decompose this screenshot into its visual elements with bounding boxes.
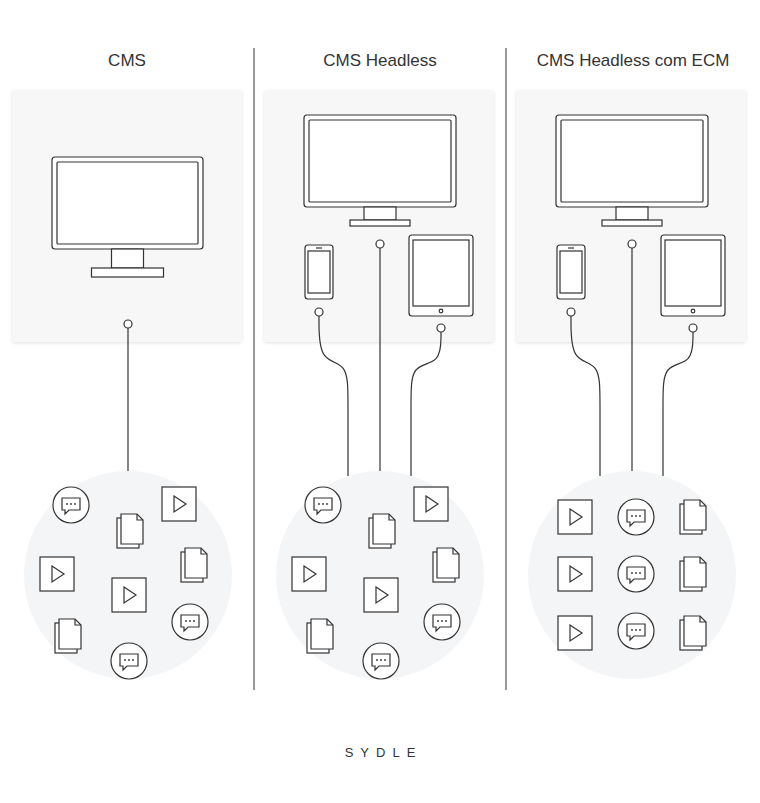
- video-icon: [162, 487, 196, 521]
- content-pool: [528, 471, 736, 679]
- monitor-icon: [556, 115, 708, 226]
- video-icon: [558, 557, 592, 591]
- brand-wordmark: SYDLE: [345, 745, 423, 760]
- port-dot: [628, 240, 636, 248]
- chat-icon: [111, 643, 147, 679]
- heading-text: CMS Headless com ECM: [537, 51, 730, 71]
- chat-icon: [618, 613, 654, 649]
- column-divider: [505, 48, 506, 690]
- wire: [411, 332, 441, 476]
- chat-icon: [53, 487, 89, 523]
- device-panel: [12, 90, 242, 342]
- wire: [631, 248, 632, 472]
- video-icon: [558, 616, 592, 650]
- document-icon: [55, 619, 81, 653]
- chat-icon: [363, 643, 399, 679]
- heading-text: CMS: [108, 51, 146, 71]
- column-heading: CMS Headless com ECM: [508, 51, 758, 71]
- document-icon: [181, 548, 207, 582]
- device-panel: [516, 90, 746, 342]
- chat-icon: [424, 604, 460, 640]
- chat-icon: [618, 556, 654, 592]
- monitor-icon: [304, 115, 456, 226]
- video-icon: [558, 500, 592, 534]
- tablet-icon: [409, 235, 473, 316]
- content-pool: [276, 471, 484, 679]
- column-heading: CMS Headless: [256, 51, 504, 71]
- content-pool: [24, 471, 232, 679]
- chat-icon: [305, 487, 341, 523]
- port-dot: [567, 308, 575, 316]
- port-dot: [437, 324, 445, 332]
- document-icon: [117, 514, 143, 548]
- video-icon: [112, 578, 146, 612]
- wire: [379, 248, 380, 472]
- wire: [571, 316, 600, 476]
- column-heading: CMS: [2, 51, 252, 71]
- document-icon: [369, 514, 395, 548]
- wire: [127, 328, 128, 472]
- document-icon: [680, 616, 706, 650]
- video-icon: [292, 557, 326, 591]
- monitor-icon: [52, 157, 203, 277]
- heading-text: CMS Headless: [323, 51, 436, 71]
- video-icon: [364, 578, 398, 612]
- phone-icon: [305, 245, 333, 299]
- wire: [319, 316, 348, 476]
- document-icon: [680, 500, 706, 534]
- video-icon: [414, 487, 448, 521]
- port-dot: [315, 308, 323, 316]
- document-icon: [307, 619, 333, 653]
- port-dot: [376, 240, 384, 248]
- chat-icon: [172, 604, 208, 640]
- port-dot: [124, 320, 132, 328]
- chat-icon: [618, 499, 654, 535]
- phone-icon: [557, 245, 585, 299]
- device-panel: [264, 90, 494, 342]
- wire: [663, 332, 693, 476]
- video-icon: [40, 557, 74, 591]
- document-icon: [433, 548, 459, 582]
- document-icon: [680, 557, 706, 591]
- column-divider: [253, 48, 254, 690]
- tablet-icon: [661, 235, 725, 316]
- port-dot: [689, 324, 697, 332]
